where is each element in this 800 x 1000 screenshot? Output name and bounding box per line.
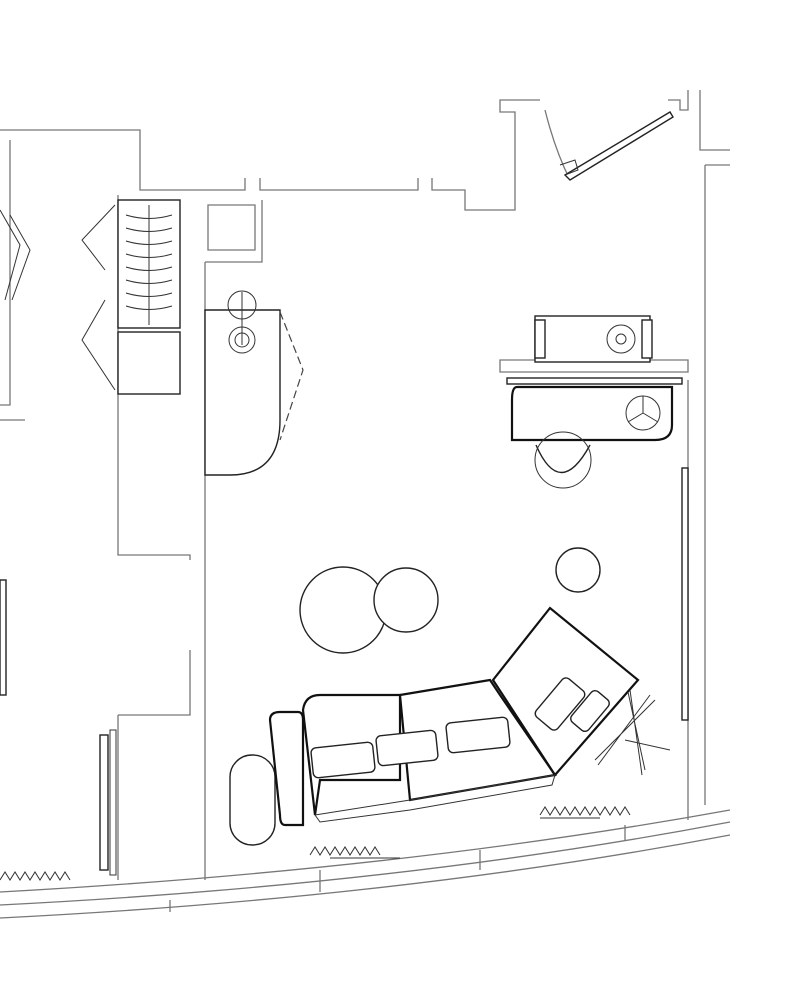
sofa xyxy=(268,606,640,827)
radiators xyxy=(0,467,689,881)
vanity xyxy=(204,290,304,476)
tables xyxy=(229,547,601,846)
wardrobe xyxy=(0,199,181,395)
lounge-chair xyxy=(594,689,671,776)
desk-area xyxy=(506,315,683,489)
